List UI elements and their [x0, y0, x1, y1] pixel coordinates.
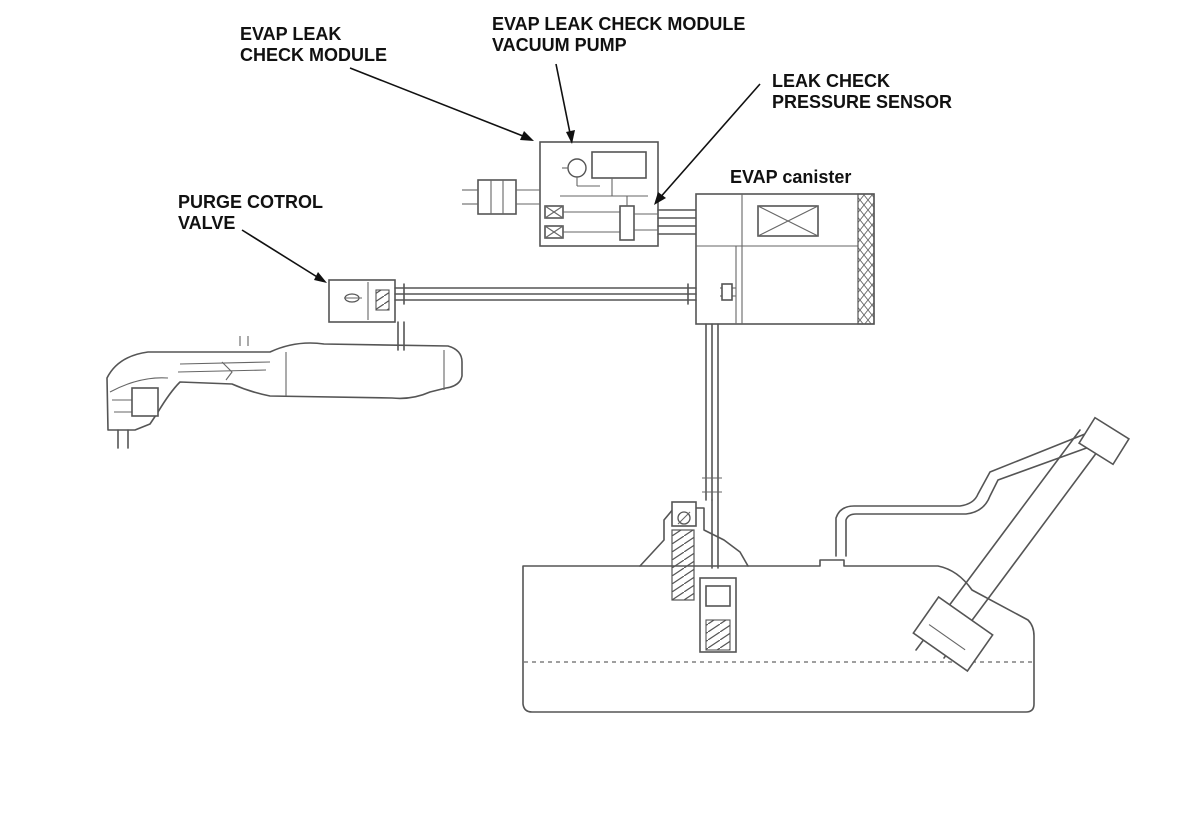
label-line: PURGE COTROL	[178, 192, 324, 212]
vacuum-pump-icon	[567, 158, 587, 178]
label-line: EVAP LEAK	[240, 24, 342, 44]
evap-canister	[695, 193, 875, 325]
label-line: VACUUM PUMP	[492, 35, 627, 55]
intake-manifold	[106, 336, 463, 449]
leader-purge-valve	[241, 229, 327, 283]
vapor-line	[702, 323, 722, 569]
tank-valve-assembly	[639, 501, 749, 653]
label-line: CHECK MODULE	[240, 45, 387, 65]
label-line: LEAK CHECK	[772, 71, 891, 91]
evap-leak-check-module	[462, 141, 697, 247]
filler-neck	[835, 416, 1131, 673]
label-line: EVAP LEAK CHECK MODULE	[492, 14, 746, 34]
label-evap-leak-check-module: EVAP LEAK CHECK MODULE	[240, 24, 387, 66]
purge-line	[394, 283, 697, 351]
label-line: PRESSURE SENSOR	[772, 92, 953, 112]
label-pressure-sensor: LEAK CHECK PRESSURE SENSOR	[772, 71, 952, 113]
label-purge-valve: PURGE COTROL VALVE	[178, 192, 323, 234]
leader-evap-leak-check-module	[349, 67, 534, 141]
label-evap-canister: EVAP canister	[730, 167, 852, 187]
label-line: VALVE	[178, 213, 236, 233]
purge-control-valve	[328, 279, 396, 323]
fuel-tank	[522, 559, 1035, 713]
leader-pressure-sensor	[654, 83, 761, 205]
label-vacuum-pump: EVAP LEAK CHECK MODULE VACUUM PUMP	[492, 14, 745, 56]
leader-vacuum-pump	[555, 63, 575, 144]
